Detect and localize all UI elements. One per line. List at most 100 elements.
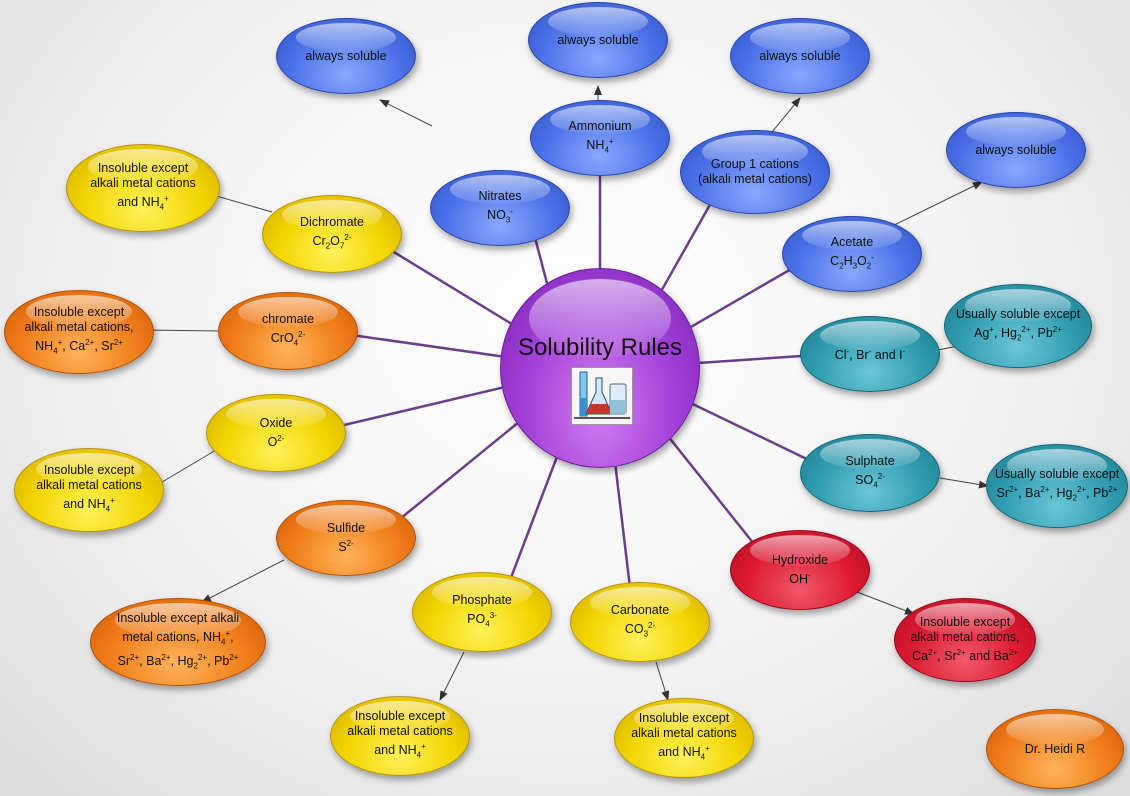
center-title: Solubility Rules bbox=[517, 334, 683, 361]
anion-node-ammonium-text: Ammonium bbox=[568, 118, 632, 133]
rule-node-halides-text: Usually soluble except bbox=[955, 306, 1081, 321]
rule-node-carbonate-text: and NH4+ bbox=[658, 744, 710, 762]
anion-node-sulfide-text: Sulfide bbox=[326, 520, 366, 535]
spoke-phosphate bbox=[509, 457, 558, 579]
anion-node-carbonate-text: CO32- bbox=[624, 620, 656, 639]
rule-node-oxide-text: Insoluble except bbox=[43, 463, 135, 478]
rule-node-acetate[interactable]: always soluble bbox=[946, 112, 1086, 188]
rule-node-carbonate-text: Insoluble except bbox=[638, 711, 730, 726]
rule-node-chromate-text: Insoluble except bbox=[33, 305, 125, 320]
anion-node-group1-text: (alkali metal cations) bbox=[698, 172, 812, 186]
rule-node-carbonate-text: alkali metal cations bbox=[631, 726, 737, 741]
rule-node-phosphate-text: Insoluble except bbox=[354, 709, 446, 724]
rule-node-sulfide-text: Insoluble except alkali bbox=[116, 610, 240, 625]
arrow-hydroxide bbox=[851, 589, 915, 615]
anion-node-halides-text: Cl-, Br- and I- bbox=[834, 347, 906, 363]
rule-node-ammonium[interactable]: always soluble bbox=[528, 2, 668, 78]
anion-node-acetate-text: Acetate bbox=[830, 234, 874, 249]
rule-node-phosphate-text: alkali metal cations bbox=[347, 724, 453, 739]
rule-node-oxide-text: alkali metal cations bbox=[36, 478, 142, 493]
spoke-halides bbox=[699, 354, 804, 365]
rule-node-hydroxide-text: Insoluble except bbox=[919, 615, 1011, 630]
rule-node-sulphate-text: Usually soluble except bbox=[994, 466, 1120, 481]
anion-node-dichromate-text: Dichromate bbox=[300, 214, 364, 229]
anion-node-group1[interactable]: Group 1 cations(alkali metal cations) bbox=[680, 130, 830, 214]
rule-node-sulfide-text: metal cations, NH4+, bbox=[122, 628, 234, 647]
spoke-oxide bbox=[340, 386, 503, 427]
arrow-phosphate bbox=[439, 651, 465, 701]
author-badge: Dr. Heidi R bbox=[986, 709, 1124, 789]
anion-node-nitrates-text: NO3- bbox=[487, 206, 513, 225]
anion-node-oxide-text: Oxide bbox=[259, 415, 293, 430]
rule-node-nitrates[interactable]: always soluble bbox=[276, 18, 416, 94]
anion-node-dichromate-text: Cr2O72- bbox=[312, 232, 352, 251]
anion-node-chromate-text: chromate bbox=[261, 311, 315, 326]
lab-glassware-icon bbox=[571, 367, 633, 425]
author-label: Dr. Heidi R bbox=[1024, 741, 1086, 756]
spoke-nitrates bbox=[534, 238, 549, 284]
anion-node-phosphate-text: PO43- bbox=[467, 610, 497, 629]
arrow-nitrates bbox=[379, 99, 433, 127]
anion-node-oxide-text: O2- bbox=[267, 433, 285, 450]
rule-node-hydroxide-text: alkali metal cations, bbox=[910, 630, 1020, 645]
arrow-acetate bbox=[879, 181, 983, 233]
rule-node-oxide-text: and NH4+ bbox=[63, 496, 115, 514]
rule-node-ammonium-text: always soluble bbox=[557, 32, 639, 47]
spoke-dichromate bbox=[390, 249, 512, 325]
rule-node-hydroxide-text: Ca2+, Sr2+ and Ba2+ bbox=[912, 648, 1018, 664]
anion-node-sulfide-text: S2- bbox=[338, 538, 354, 555]
rule-node-phosphate-text: and NH4+ bbox=[374, 742, 426, 760]
rule-node-sulfide[interactable]: Insoluble except alkali metal cations, NH… bbox=[90, 598, 266, 686]
rule-node-sulfide-text: Sr2+, Ba2+, Hg22+, Pb2+ bbox=[117, 652, 239, 671]
anion-node-acetate-text: C2H3O2- bbox=[830, 252, 874, 271]
rule-node-dichromate-text: and NH4+ bbox=[117, 194, 169, 212]
rule-node-acetate-text: always soluble bbox=[975, 142, 1057, 157]
spoke-sulfide bbox=[400, 422, 518, 519]
arrow-sulphate bbox=[939, 477, 989, 489]
spoke-hydroxide bbox=[669, 438, 755, 544]
anion-node-chromate-text: CrO42- bbox=[270, 329, 306, 348]
rule-node-group1-text: always soluble bbox=[759, 48, 841, 63]
spoke-sulphate bbox=[692, 403, 809, 461]
anion-node-sulphate-text: Sulphate bbox=[845, 453, 895, 468]
rule-node-chromate-text: NH4+, Ca2+, Sr2+ bbox=[35, 338, 123, 356]
rule-node-sulphate-text: Sr2+, Ba2+, Hg22+, Pb2+ bbox=[996, 484, 1118, 503]
rule-node-nitrates-text: always soluble bbox=[305, 48, 387, 63]
anion-node-carbonate-text: Carbonate bbox=[610, 602, 670, 617]
spoke-carbonate bbox=[614, 466, 631, 585]
spoke-acetate bbox=[690, 267, 793, 328]
arrow-sulfide bbox=[201, 559, 285, 603]
rule-node-group1[interactable]: always soluble bbox=[730, 18, 870, 94]
anion-node-hydroxide-text: Hydroxide bbox=[771, 552, 829, 567]
anion-node-group1-text: Group 1 cations bbox=[710, 157, 800, 171]
center-node[interactable]: Solubility Rules bbox=[500, 268, 700, 468]
anion-node-ammonium-text: NH4+ bbox=[586, 136, 614, 155]
anion-node-halides[interactable]: Cl-, Br- and I- bbox=[800, 316, 940, 392]
spoke-group1 bbox=[660, 202, 712, 291]
rule-node-dichromate-text: alkali metal cations bbox=[90, 176, 196, 191]
rule-node-halides-text: Ag+, Hg22+, Pb2+ bbox=[974, 324, 1062, 343]
arrow-group1 bbox=[771, 97, 801, 133]
anion-node-phosphate-text: Phosphate bbox=[452, 592, 512, 607]
